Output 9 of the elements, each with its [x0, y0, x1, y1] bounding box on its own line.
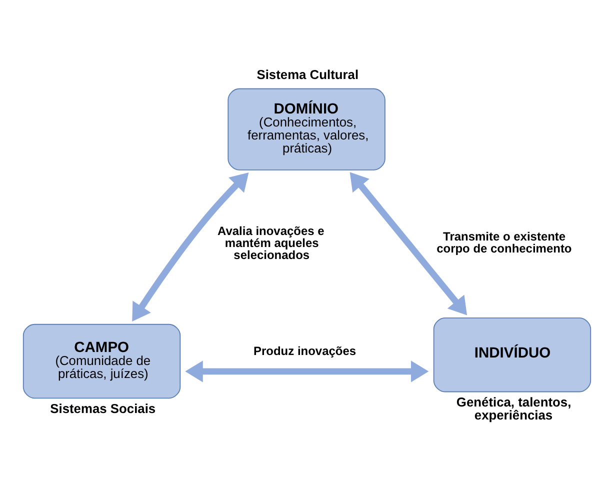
arrow [185, 360, 429, 382]
arrow [132, 172, 249, 322]
node-label: Genética, talentos, experiências [456, 394, 572, 423]
arrow [350, 172, 468, 316]
node-label: Sistema Cultural [256, 66, 359, 82]
node-label: Sistemas Sociais [50, 401, 156, 416]
edge-label: Avalia inovações e mantém aqueles selecionados [218, 224, 324, 262]
edge-label: Produz inovações [254, 344, 356, 358]
edge-label: Transmite o existente corpo de conhecimento [436, 229, 572, 256]
